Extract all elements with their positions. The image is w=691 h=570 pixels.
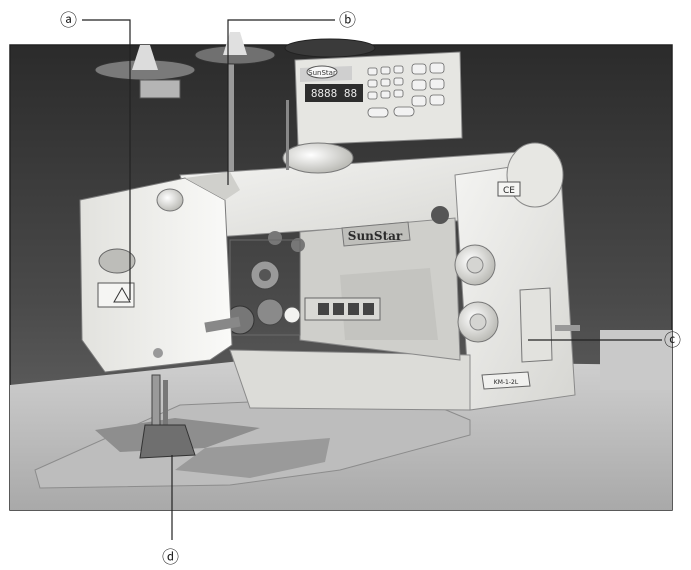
machine-body: SunStar CE KM-1-2L xyxy=(179,100,580,411)
brand-logo: SunStar xyxy=(348,229,403,243)
controller-display: 8888 88 xyxy=(311,87,357,100)
thread-stand xyxy=(94,32,376,175)
controller-logo: SunStar xyxy=(308,69,336,77)
callout-a-line xyxy=(82,19,131,300)
control-panel: SunStar 8888 88 xyxy=(294,51,463,146)
callout-b-line xyxy=(227,19,335,185)
callout-b-label: ⓑ xyxy=(339,11,356,31)
callout-labels: ⓐ ⓑ ⓒ ⓓ xyxy=(60,11,681,568)
callout-c-label: ⓒ xyxy=(664,331,681,351)
model-plate: KM-1-2L xyxy=(494,379,519,386)
ce-mark: CE xyxy=(503,186,515,196)
callout-d-label: ⓓ xyxy=(162,548,179,568)
machine-head xyxy=(79,172,241,459)
callout-lines xyxy=(82,19,662,540)
callout-a-label: ⓐ xyxy=(60,11,77,31)
